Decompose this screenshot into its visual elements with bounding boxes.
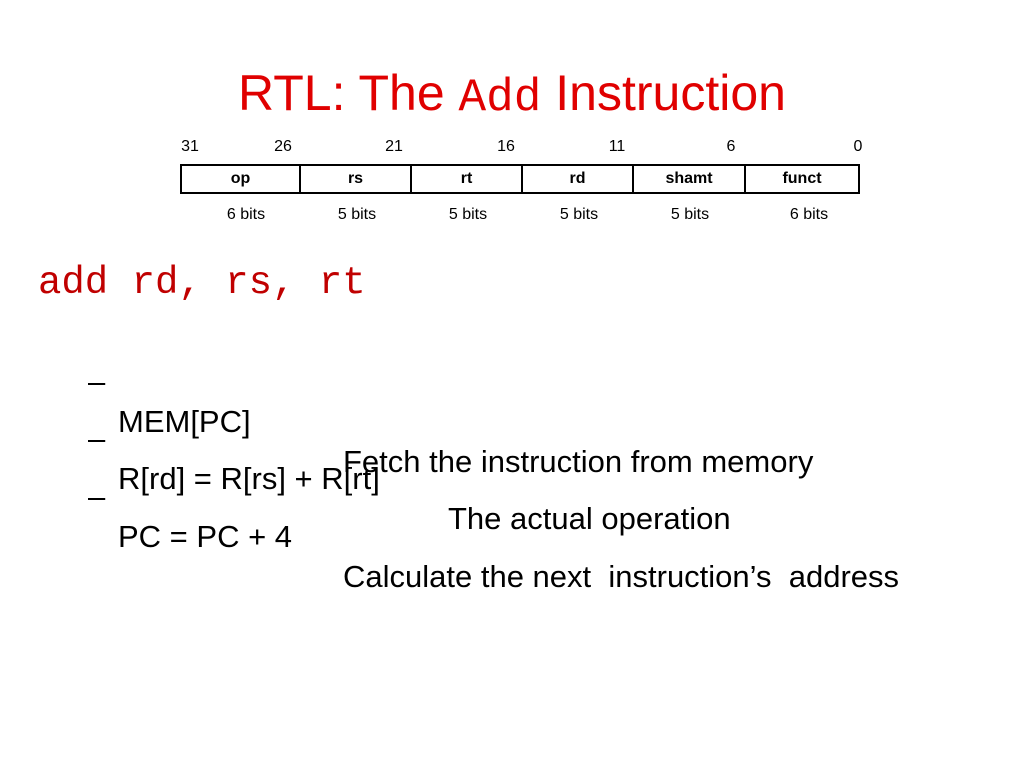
field-op: op [182,166,301,192]
rtl-expression: R[rd] = R[rs] + R[rt] [118,461,380,496]
rtl-description: The actual operation [448,501,731,536]
field-size: 5 bits [559,206,599,223]
field-rt: rt [412,166,523,192]
field-size: 5 bits [448,206,488,223]
field-size: 6 bits [789,206,829,223]
field-row: op rs rt rd shamt funct [180,164,860,194]
bit-position: 26 [274,138,292,155]
bit-position: 6 [726,138,736,155]
field-rs: rs [301,166,412,192]
bullet-dash: – [88,364,106,399]
title-suffix: Instruction [555,65,786,121]
rtl-expression: MEM[PC] [118,404,251,439]
title-mono-word: Add [458,72,542,124]
rtl-expression: PC = PC + 4 [118,519,293,554]
bit-position: 16 [497,138,515,155]
instruction-format: 31 26 21 16 11 6 0 op rs rt rd shamt fun… [0,0,1024,240]
bit-position: 21 [385,138,403,155]
bit-position: 0 [853,138,863,155]
rtl-step-operation: – R[rd] = R[rs] + R[rt] The actual opera… [0,379,1024,536]
bullet-dash: – [88,479,106,514]
field-funct: funct [782,170,822,187]
field-size: 6 bits [226,206,266,223]
field-shamt: shamt [634,166,746,192]
rtl-step-fetch: – MEM[PC] Fetch the instruction from mem… [0,322,1024,479]
bit-position: 31 [181,138,199,155]
slide-title: RTL: The Add Instruction [0,60,1024,131]
rtl-step-next-pc: – PC = PC + 4 Calculate the next instruc… [0,437,1024,594]
bit-position: 11 [608,138,626,155]
title-prefix: RTL: The [238,65,445,121]
rtl-description: Calculate the next instruction’s address [343,559,900,594]
field-size: 5 bits [670,206,710,223]
assembly-instruction: add rd, rs, rt [38,261,366,305]
rtl-description: Fetch the instruction from memory [343,444,814,479]
field-size: 5 bits [337,206,377,223]
bullet-dash: – [88,421,106,456]
field-rd: rd [523,166,634,192]
